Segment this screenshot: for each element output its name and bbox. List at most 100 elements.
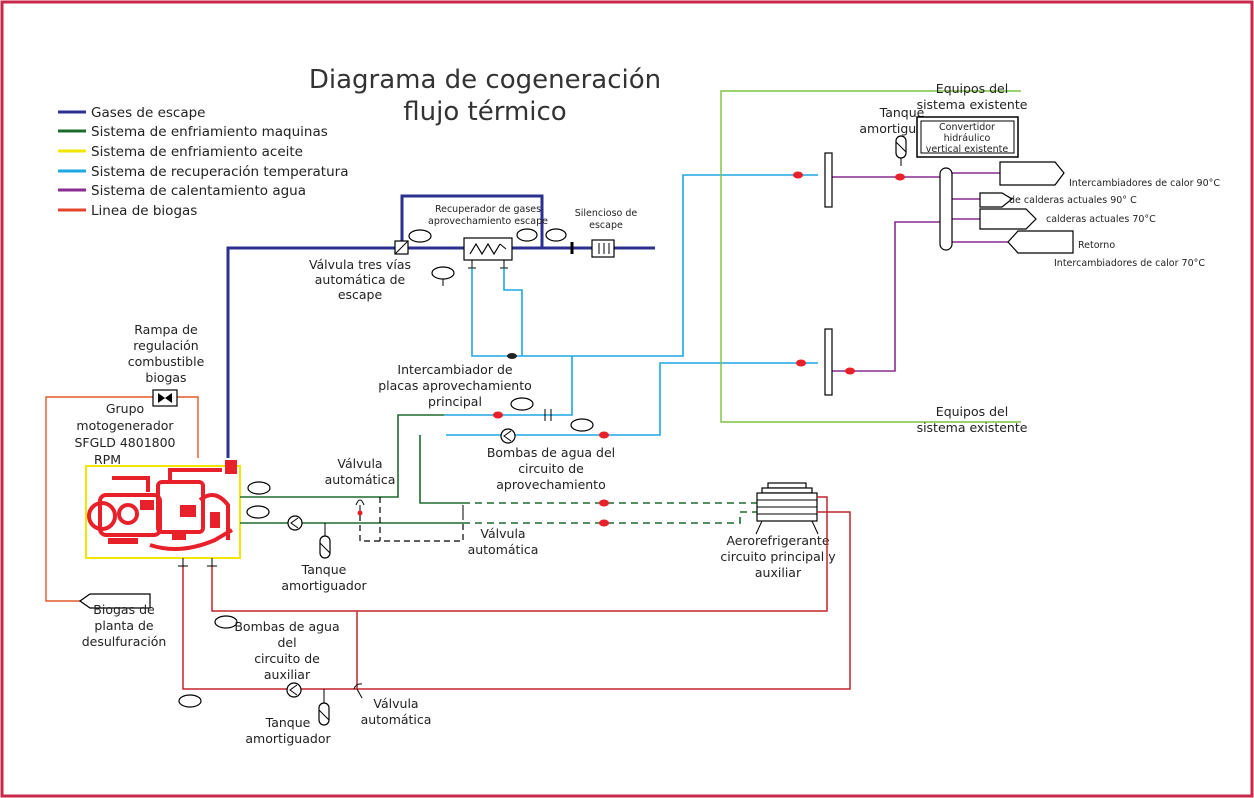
- convertidor-label-2: hidráulico: [944, 133, 991, 144]
- legend: Gases de escape Sistema de enfriamiento …: [58, 105, 348, 219]
- auxiliary-circuit-line: [182, 496, 851, 690]
- flow-node: [599, 499, 609, 507]
- sensor-icon: [408, 229, 432, 243]
- manifold-icon: [824, 152, 833, 208]
- biogas-inlet-tag-icon: [78, 593, 151, 609]
- flow-node: [493, 411, 503, 419]
- intercambiador-label-3: principal: [428, 394, 482, 409]
- valvula-auto-3-label-2: automática: [361, 712, 432, 727]
- dashed-bypass-line: [359, 497, 464, 542]
- sensor-icon: [510, 397, 534, 411]
- rampa-label-1: Rampa de: [134, 322, 198, 337]
- biogas-planta-label-1: Biogas de: [93, 602, 155, 617]
- valvula-tres-vias-label-3: escape: [338, 287, 383, 302]
- bombas-aux-label-4: auxiliar: [264, 667, 311, 682]
- heating-water-line: [832, 172, 1008, 372]
- recuperador-label-2: aprovechamiento escape: [428, 216, 548, 227]
- grupo-label-2: motogenerador: [76, 418, 174, 433]
- equipos-bottom-label-2: sistema existente: [917, 420, 1028, 435]
- valvula-auto-3-label-1: Válvula: [373, 696, 418, 711]
- sensor-icon: [545, 228, 567, 242]
- bombas-aux-label-2: del: [277, 635, 296, 650]
- sensor-icon: [246, 505, 270, 519]
- manifold-icon: [824, 328, 833, 396]
- engine-cooling-line: [240, 414, 463, 524]
- convertidor-label-1: Convertidor: [939, 122, 995, 133]
- buffer-tank-icon: [318, 689, 330, 726]
- outlet-tag-icon: [979, 208, 1037, 230]
- existing-system-line: [720, 90, 1021, 423]
- recuperador-label-1: Recuperador de gases: [435, 204, 541, 215]
- rampa-label-3: combustible: [128, 354, 205, 369]
- sensor-icon: [214, 615, 238, 629]
- tanque-mid-label-1: Tanque: [301, 562, 347, 577]
- biogas-planta-label-2: planta de: [94, 618, 153, 633]
- sensor-icon: [247, 481, 271, 495]
- grupo-label-1: Grupo: [106, 401, 144, 416]
- retorno-label: Retorno: [1078, 240, 1115, 251]
- valvula-tres-vias-label-2: automática de: [315, 272, 406, 287]
- title-line-2: flujo térmico: [403, 97, 566, 127]
- flow-node: [599, 519, 609, 527]
- bombas-aprov-label-1: Bombas de agua del: [487, 445, 615, 460]
- flow-node: [796, 359, 806, 367]
- valvula-auto-1-label-2: automática: [325, 472, 396, 487]
- rampa-label-4: biogas: [145, 370, 186, 385]
- fuel-ramp-valve-icon: [152, 389, 178, 407]
- equipos-top-label-2: sistema existente: [917, 97, 1028, 112]
- three-way-valve-icon: [394, 240, 409, 255]
- valvula-auto-2-label-2: automática: [468, 542, 539, 557]
- valvula-auto-2-label-1: Válvula: [480, 526, 525, 541]
- flow-node: [793, 171, 803, 179]
- sensor-icon: [516, 228, 538, 242]
- title-line-1: Diagrama de cogeneración: [309, 65, 661, 95]
- flow-node: [599, 431, 609, 439]
- legend-label-gases: Gases de escape: [91, 105, 205, 121]
- intercambiadores-70-label: Intercambiadores de calor 70°C: [1054, 258, 1205, 269]
- sensor-icon: [178, 694, 202, 708]
- bombas-aprov-label-2: circuito de: [518, 461, 584, 476]
- legend-label-calentamiento: Sistema de calentamiento agua: [91, 183, 306, 199]
- tanque-bottom-label-1: Tanque: [265, 715, 311, 730]
- legend-label-enfriamiento-aceite: Sistema de enfriamiento aceite: [91, 144, 303, 160]
- bombas-aprov-label-3: aprovechamiento: [496, 477, 605, 492]
- tanque-mid-label-2: amortiguador: [281, 578, 367, 593]
- automatic-valve-icon: [353, 683, 363, 699]
- aerorefrigerante-label-1: Aerorefrigerante: [726, 533, 829, 548]
- calderas-70-label: calderas actuales 70°C: [1046, 214, 1156, 225]
- intercambiador-label-2: placas aprovechamiento: [378, 378, 532, 393]
- tanque-bottom-label-2: amortiguador: [245, 731, 331, 746]
- flow-node: [845, 367, 855, 375]
- bombas-aux-label-3: circuito de: [254, 651, 320, 666]
- converter-box: [916, 116, 1019, 158]
- buffer-tank-icon: [319, 523, 331, 559]
- valvula-tres-vias-label-1: Válvula tres vías: [309, 257, 411, 272]
- automatic-valve-icon: [355, 499, 365, 516]
- intercambiadores-90-label: Intercambiadores de calor 90°C: [1069, 178, 1220, 189]
- sensor-icon: [570, 418, 594, 432]
- silencioso-label-1: Silencioso de: [575, 208, 638, 219]
- biogas-planta-label-3: desulfuración: [82, 634, 167, 649]
- exhaust-recuperator-icon: [463, 237, 513, 269]
- outlet-tag-icon: [979, 192, 1014, 208]
- recovery-line: [444, 174, 818, 436]
- legend-label-recuperacion: Sistema de recuperación temperatura: [91, 164, 348, 180]
- sensor-icon: [431, 266, 455, 280]
- flow-node: [507, 353, 517, 359]
- inlet-tag-icon: [1007, 230, 1074, 254]
- collector-icon: [939, 167, 953, 251]
- legend-label-biogas: Linea de biogas: [91, 203, 197, 219]
- pump-icon: [500, 428, 516, 444]
- biogas-fuel-line: [45, 396, 199, 602]
- calderas-90-label: de calderas actuales 90° C: [1009, 195, 1137, 206]
- tanque-top-label-1: Tanque: [879, 105, 925, 120]
- silencer-icon: [591, 239, 615, 258]
- outlet-tag-icon: [999, 161, 1065, 186]
- convertidor-label-3: vertical existente: [926, 144, 1009, 155]
- air-cooler-icon: [755, 482, 819, 535]
- grupo-label-3: SFGLD 4801800: [74, 435, 175, 450]
- flow-node: [895, 173, 905, 181]
- equipos-bottom-label-1: Equipos del: [936, 404, 1008, 419]
- exhaust-gas-line: [226, 194, 655, 458]
